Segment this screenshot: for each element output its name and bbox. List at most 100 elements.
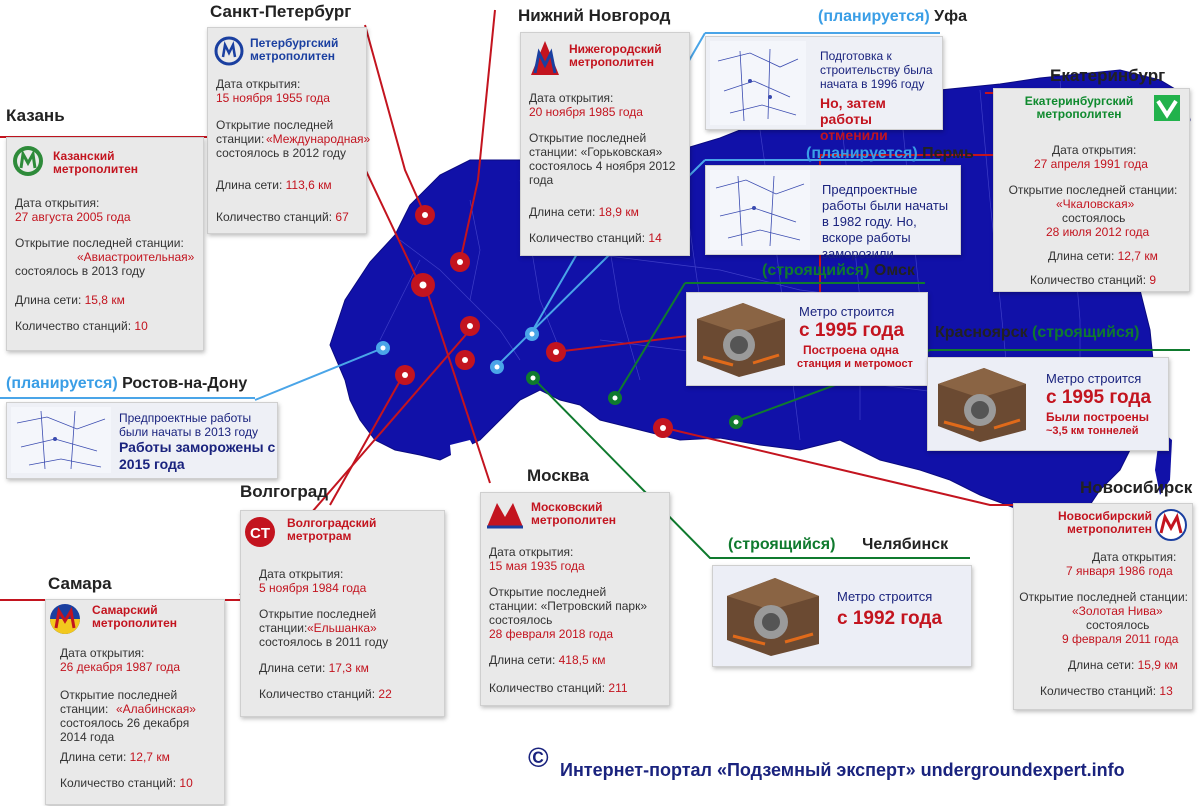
chelyabinsk-tunnel-illustration-icon bbox=[727, 578, 819, 656]
novosibirsk-last-date: 9 февраля 2011 года bbox=[1062, 632, 1179, 646]
krasnoyarsk-line2: с 1995 года bbox=[1046, 387, 1152, 408]
ekb-last-rest: состоялось bbox=[1062, 211, 1126, 225]
marker-ekb bbox=[546, 342, 566, 362]
nn-logo-text: Нижегородский метрополитен bbox=[569, 42, 662, 69]
nn-length-label: Длина сети: bbox=[529, 205, 596, 219]
spb-logo-text: Петербургский метрополитен bbox=[250, 36, 339, 63]
ekb-last-label: Открытие последней станции: bbox=[1008, 183, 1178, 197]
copyright-icon: © bbox=[528, 742, 549, 773]
moscow-stations-label: Количество станций: bbox=[489, 681, 606, 695]
krasnoyarsk-line1: Метро строится bbox=[1046, 371, 1142, 386]
samara-stations-label: Количество станций: bbox=[60, 776, 177, 790]
nn-length: 18,9 км bbox=[598, 205, 639, 219]
moscow-opened: 15 мая 1935 года bbox=[489, 559, 585, 573]
novosibirsk-logo-text: Новосибирский метрополитен bbox=[1058, 509, 1152, 536]
kazan-stations: 10 bbox=[134, 319, 148, 333]
city-title-moscow: Москва bbox=[527, 466, 589, 485]
moscow-last-label: Открытие последней станции: «Петровский … bbox=[489, 585, 648, 627]
city-title-novosibirsk: Новосибирск bbox=[1080, 478, 1193, 497]
chelyabinsk-name: Челябинск bbox=[862, 536, 949, 553]
omsk-line1: Метро строится bbox=[799, 304, 895, 319]
marker-perm bbox=[490, 360, 504, 374]
moscow-stations: 211 bbox=[608, 681, 628, 695]
volgograd-logo-text: Волгоградский метротрам bbox=[287, 516, 377, 543]
novosibirsk-last-rest: состоялось bbox=[1086, 618, 1150, 632]
novosibirsk-metro-logo-icon bbox=[1155, 509, 1187, 541]
kazan-last-label: Открытие последней станции: bbox=[15, 236, 184, 250]
novosibirsk-length: 15,9 км bbox=[1137, 658, 1178, 672]
marker-krasnoyarsk bbox=[729, 415, 743, 429]
spb-last-rest: состоялось в 2012 году bbox=[216, 146, 347, 160]
moscow-metro-logo-icon bbox=[487, 503, 523, 529]
samara-stations: 10 bbox=[179, 776, 193, 790]
info-box-samara: Самарский метрополитен Дата открытия: 26… bbox=[45, 599, 225, 805]
moscow-length-label: Длина сети: bbox=[489, 653, 556, 667]
perm-name: Пермь bbox=[922, 145, 974, 162]
city-title-perm: (планируется) Пермь bbox=[806, 145, 974, 163]
omsk-line3: Построена одна bbox=[803, 343, 899, 357]
city-title-ufa: (планируется) Уфа bbox=[818, 8, 967, 26]
city-title-nn: Нижний Новгород bbox=[518, 6, 671, 25]
novosibirsk-stations: 13 bbox=[1159, 684, 1173, 698]
nn-stations-label: Количество станций: bbox=[529, 231, 646, 245]
marker-volgograd bbox=[395, 365, 415, 385]
svg-text:CT: CT bbox=[250, 525, 270, 542]
caspian bbox=[450, 440, 478, 470]
city-title-ekb: Екатеринбург bbox=[1050, 66, 1166, 85]
spb-last-name: «Международная» bbox=[266, 132, 371, 146]
info-box-volgograd: CT Волгоградский метротрам Дата открытия… bbox=[240, 510, 445, 717]
spb-metro-logo-icon bbox=[214, 36, 244, 66]
ufa-name: Уфа bbox=[934, 8, 967, 25]
info-box-chelyabinsk: Метро строится с 1992 года bbox=[712, 565, 972, 667]
novosibirsk-opened-label: Дата открытия: bbox=[1092, 550, 1177, 564]
spb-length-label: Длина сети: bbox=[216, 178, 283, 192]
info-box-ufa: Подготовка к строительству была начата в… bbox=[705, 36, 943, 143]
omsk-name: Омск bbox=[873, 262, 915, 279]
ufa-text1: Подготовка к строительству была начата в… bbox=[820, 49, 933, 91]
city-title-chelyabinsk: (строящийся) Челябинск bbox=[728, 536, 948, 554]
novosibirsk-length-label: Длина сети: bbox=[1068, 658, 1135, 672]
info-box-krasnoyarsk: Метро строится с 1995 года Были построен… bbox=[927, 357, 1169, 451]
krasnoyarsk-tunnel-illustration-icon bbox=[938, 368, 1026, 442]
nn-last-label: Открытие последней станции: «Горьковская… bbox=[529, 131, 676, 187]
rostov-status: (планируется) bbox=[6, 375, 118, 392]
samara-opened: 26 декабря 1987 года bbox=[60, 660, 181, 674]
moscow-opened-label: Дата открытия: bbox=[489, 545, 574, 559]
ufa-text2: Но, затем работы отменили bbox=[820, 95, 888, 143]
chelyabinsk-line1: Метро строится bbox=[837, 589, 933, 604]
samara-last-rest: состоялось 26 декабря 2014 года bbox=[60, 716, 190, 744]
city-markers bbox=[376, 205, 743, 438]
city-title-omsk: (строящийся) Омск bbox=[762, 262, 915, 280]
city-title-rostov: (планируется) Ростов-на-Дону bbox=[6, 375, 247, 393]
kazan-length-label: Длина сети: bbox=[15, 293, 82, 307]
kazan-length: 15,8 км bbox=[84, 293, 125, 307]
samara-length: 12,7 км bbox=[129, 750, 170, 764]
rostov-scheme-sketch-icon bbox=[11, 407, 111, 473]
perm-scheme-sketch-icon bbox=[710, 170, 810, 250]
ekb-length: 12,7 км bbox=[1117, 249, 1158, 263]
ekb-stations: 9 bbox=[1149, 273, 1157, 287]
perm-status: (планируется) bbox=[806, 145, 918, 162]
perm-text: Предпроектные работы были начаты в 1982 … bbox=[822, 182, 949, 261]
kazan-last-rest: состоялось в 2013 году bbox=[15, 264, 146, 278]
kazan-metro-logo-icon bbox=[13, 146, 43, 176]
moscow-logo-text: Московский метрополитен bbox=[531, 500, 617, 527]
volgograd-last-rest: состоялось в 2011 году bbox=[259, 635, 389, 649]
omsk-line4: станция и метромост bbox=[797, 358, 913, 370]
city-title-spb: Санкт-Петербург bbox=[210, 2, 352, 21]
krasnoyarsk-name: Красноярск bbox=[935, 324, 1028, 341]
building-metro-lines bbox=[532, 282, 1190, 559]
volgograd-length-label: Длина сети: bbox=[259, 661, 326, 675]
kazan-opened-label: Дата открытия: bbox=[15, 196, 100, 210]
volgograd-last-name: «Ельшанка» bbox=[307, 621, 377, 635]
volgograd-stations: 22 bbox=[378, 687, 392, 701]
info-box-ekb: Екатеринбургский метрополитен Дата откры… bbox=[993, 88, 1190, 292]
marker-samara bbox=[455, 350, 475, 370]
rostov-text1: Предпроектные работы были начаты в 2013 … bbox=[119, 411, 258, 439]
krasnoyarsk-line4: ~3,5 км тоннелей bbox=[1046, 425, 1139, 437]
ekb-opened-label: Дата открытия: bbox=[1052, 143, 1137, 157]
spb-stations: 67 bbox=[335, 210, 349, 224]
novosibirsk-stations-label: Количество станций: bbox=[1040, 684, 1157, 698]
chelyabinsk-status: (строящийся) bbox=[728, 536, 836, 553]
krasnoyarsk-status: (строящийся) bbox=[1032, 324, 1140, 341]
